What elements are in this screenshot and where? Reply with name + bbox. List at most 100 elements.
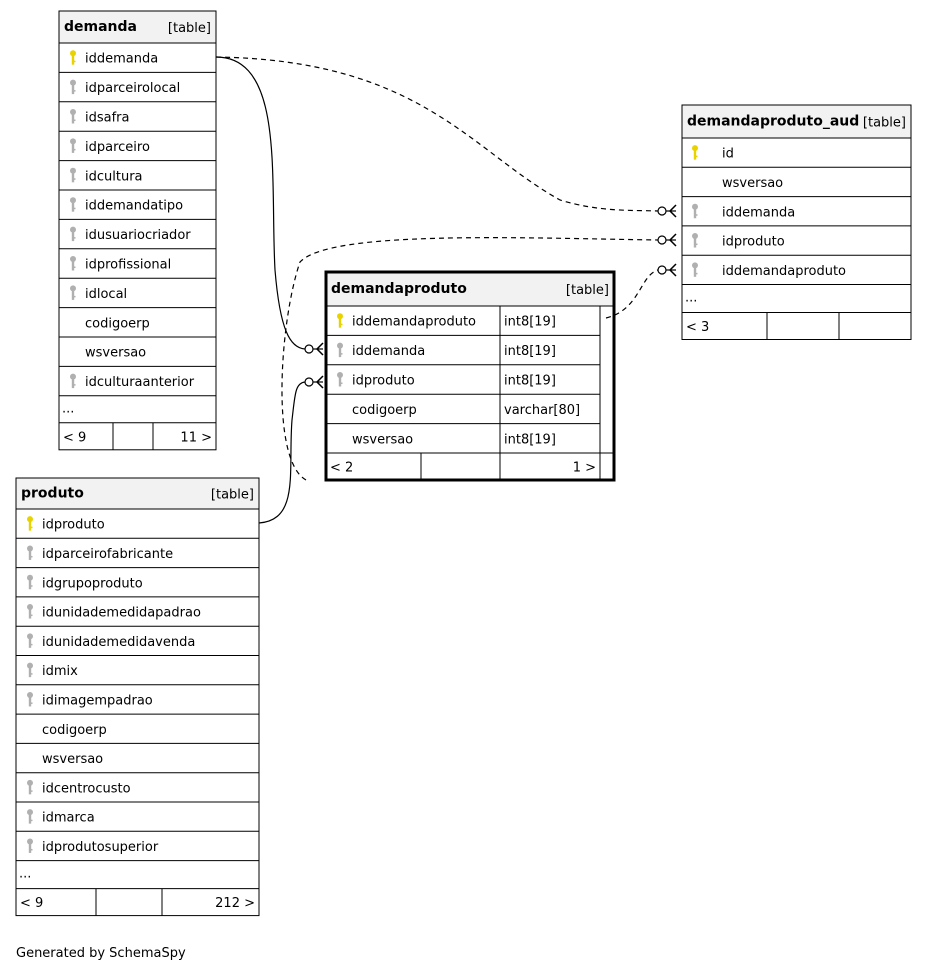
column-row[interactable]: idparceirofabricante (16, 537, 259, 562)
crows-foot-marker (304, 342, 324, 356)
column-row[interactable]: id (682, 137, 911, 162)
table-kind: [table] (566, 283, 609, 298)
table-kind: [table] (211, 488, 254, 503)
column-row[interactable]: idparceiro (59, 130, 216, 155)
table-frame (58, 10, 217, 451)
column-row[interactable]: wsversao (16, 742, 259, 767)
foreign-key-icon (27, 574, 33, 590)
more-columns-ellipsis: ... (685, 291, 697, 306)
edge-demanda-demandaproduto (215, 56, 306, 350)
table-frame (15, 477, 260, 917)
table-name: produto (21, 486, 84, 502)
column-name: iddemanda (85, 52, 158, 67)
column-row[interactable]: idprofissional (59, 248, 216, 273)
footer-children-count[interactable]: 1 > (573, 461, 596, 476)
footer-parents-count[interactable]: < 3 (686, 320, 709, 335)
column-row[interactable]: wsversao (682, 166, 911, 191)
column-row[interactable]: idmarca (16, 801, 259, 826)
foreign-key-icon (27, 604, 33, 619)
column-name: codigoerp (352, 403, 417, 418)
footer-parents-count[interactable]: < 9 (63, 430, 86, 445)
column-row[interactable]: idunidademedidavenda (16, 625, 259, 650)
footer-parents-count[interactable]: < 9 (20, 896, 43, 911)
edge-produto-demandaproduto-aud (281, 237, 659, 481)
column-row[interactable]: idcultura (59, 160, 216, 185)
column-row[interactable]: codigoerp (16, 713, 259, 738)
edge-demanda-demandaproduto-aud (215, 56, 659, 212)
column-row[interactable]: idsafra (59, 101, 216, 126)
column-name: idproduto (42, 518, 105, 533)
column-row[interactable]: idusuariocriador (59, 218, 216, 243)
foreign-key-icon (70, 197, 76, 212)
table-header (59, 11, 216, 43)
column-name: idcultura (85, 169, 143, 184)
foreign-key-icon (337, 372, 343, 387)
foreign-key-icon (70, 138, 76, 153)
column-name: iddemandaproduto (722, 264, 846, 279)
foreign-key-icon (70, 109, 76, 124)
table-header (326, 272, 614, 306)
footer-children-count[interactable]: 212 > (215, 896, 255, 911)
foreign-key-icon (27, 662, 33, 678)
column-row[interactable]: codigoerp (59, 307, 216, 332)
column-name: wsversao (352, 432, 413, 447)
column-name: idproduto (352, 374, 415, 389)
foreign-key-icon (692, 262, 698, 277)
primary-key-icon (27, 516, 33, 531)
edge-produto-demandaproduto (258, 381, 306, 524)
column-name: idcentrocusto (42, 781, 131, 796)
column-row[interactable]: idimagempadrao (16, 684, 259, 709)
column-name: wsversao (722, 176, 783, 191)
column-row[interactable]: idprodutosuperior (16, 830, 259, 855)
crows-foot-marker (657, 263, 677, 277)
column-row[interactable]: idlocal (59, 277, 216, 302)
more-columns-ellipsis: ... (19, 867, 31, 882)
column-name: idunidademedidavenda (42, 635, 195, 650)
column-row[interactable]: idgrupoproduto (16, 567, 259, 592)
column-name: iddemandatipo (85, 199, 183, 214)
column-name: idunidademedidapadrao (42, 606, 201, 621)
column-row[interactable]: idculturaanterior (59, 365, 216, 390)
foreign-key-icon (27, 779, 33, 795)
more-columns-ellipsis: ... (62, 401, 74, 416)
column-name: idculturaanterior (85, 375, 195, 390)
footer-parents-count[interactable]: < 2 (330, 461, 353, 476)
foreign-key-icon (27, 545, 33, 560)
column-row[interactable]: idproduto (682, 225, 911, 250)
foreign-key-icon (337, 342, 343, 358)
column-row[interactable]: wsversao (59, 336, 216, 361)
column-row[interactable]: iddemandaproduto (682, 254, 911, 279)
foreign-key-icon (70, 256, 76, 271)
column-name: idparceirofabricante (42, 547, 173, 562)
column-row[interactable]: iddemanda (682, 196, 911, 221)
column-row[interactable]: iddemanda (59, 42, 216, 67)
column-name: idmix (42, 664, 78, 679)
foreign-key-icon (70, 167, 76, 183)
column-row[interactable]: idcentrocusto (16, 772, 259, 797)
column-row[interactable]: idmix (16, 655, 259, 680)
foreign-key-icon (27, 633, 33, 648)
column-type: int8[19] (504, 344, 556, 359)
column-row[interactable]: idproduto (16, 508, 259, 533)
table-demandaproduto_aud[interactable]: demandaproduto_aud[table]idwsversaoiddem… (681, 104, 912, 340)
column-name: idparceirolocal (85, 81, 180, 96)
primary-key-icon (337, 313, 343, 328)
crows-foot-marker (657, 204, 677, 218)
column-row[interactable]: idunidademedidapadrao (16, 596, 259, 621)
table-name: demandaproduto (331, 281, 467, 297)
column-name: iddemanda (722, 205, 795, 220)
column-name: wsversao (85, 346, 146, 361)
column-row[interactable]: iddemandatipo (59, 189, 216, 214)
foreign-key-icon (70, 79, 76, 95)
table-produto[interactable]: produto [table] idproduto idparceirofabrica… (15, 477, 260, 917)
table-demanda[interactable]: demanda[table]iddemandaidparceirolocalid… (58, 10, 217, 451)
column-row[interactable]: idparceirolocal (59, 71, 216, 96)
footer-children-count[interactable]: 11 > (180, 430, 212, 445)
